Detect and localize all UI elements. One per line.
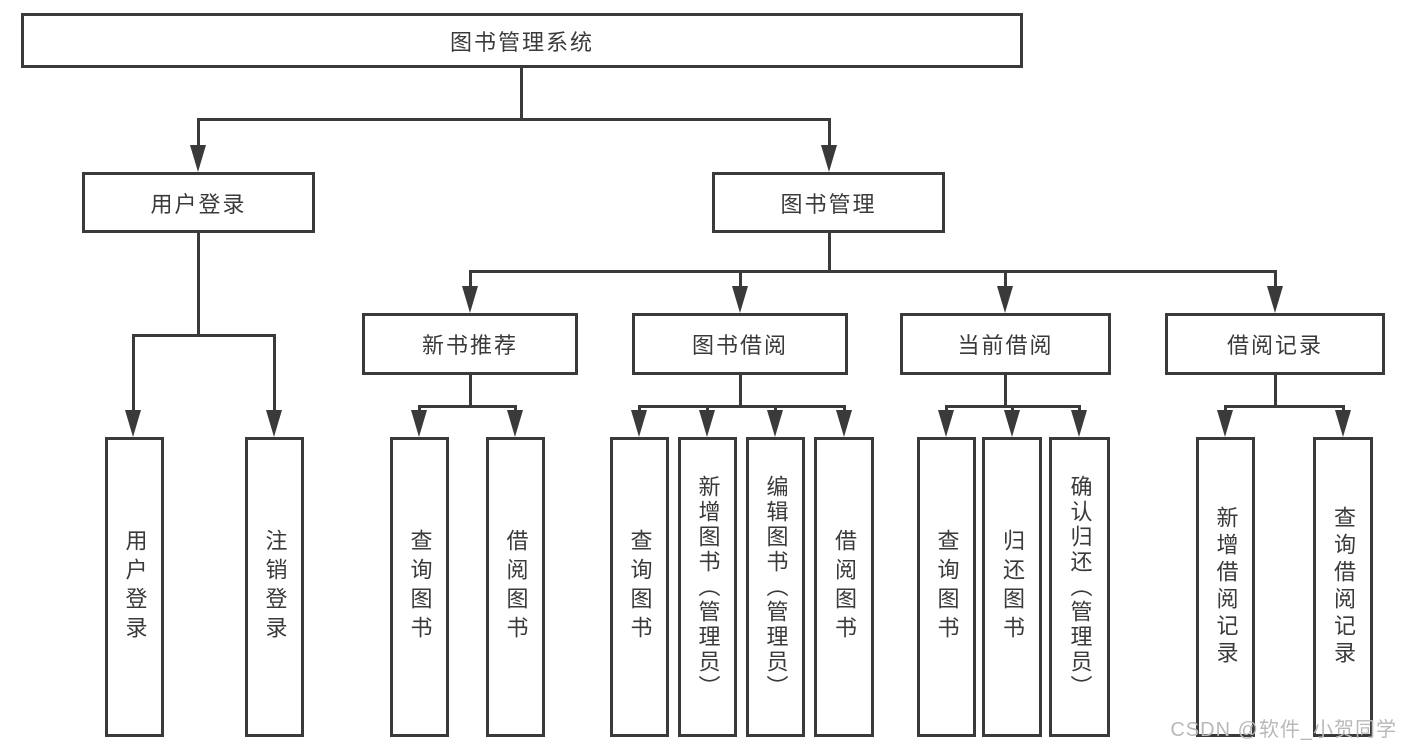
leaf-logout: 注销登录: [245, 437, 304, 737]
leaf-query-books-recommend: 查询图书: [390, 437, 449, 737]
leaf-query-borrow-record: 查询借阅记录: [1313, 437, 1373, 737]
arrow-down-icon: [938, 410, 954, 437]
connector-records-stem: [1274, 375, 1277, 408]
arrow-down-icon: [190, 145, 206, 172]
leaf-query-books-borrow: 查询图书: [610, 437, 669, 737]
connector-root-branch: [197, 118, 831, 121]
connector-root-stem: [520, 68, 523, 121]
arrow-down-icon: [631, 410, 647, 437]
node-root-library-system: 图书管理系统: [21, 13, 1023, 68]
connector-drop-leaf: [273, 334, 276, 414]
node-new-book-recommend: 新书推荐: [362, 313, 578, 375]
connector-current-stem: [1004, 375, 1007, 408]
node-current-borrow: 当前借阅: [900, 313, 1111, 375]
leaf-borrow-books: 借阅图书: [814, 437, 874, 737]
connector-drop-module: [469, 270, 472, 292]
leaf-query-books-current: 查询图书: [917, 437, 976, 737]
leaf-edit-books-admin: 编辑图书（管理员）: [746, 437, 805, 737]
arrow-down-icon: [997, 286, 1013, 313]
connector-recommend-stem: [469, 375, 472, 408]
connector-bookmgmt-branch: [469, 270, 1277, 273]
connector-userlogin-stem: [197, 233, 200, 337]
node-user-login: 用户登录: [82, 172, 315, 233]
arrow-down-icon: [1004, 410, 1020, 437]
leaf-return-books: 归还图书: [982, 437, 1042, 737]
connector-drop-module: [1274, 270, 1277, 292]
connector-userlogin-branch: [132, 334, 276, 337]
leaf-confirm-return-admin: 确认归还（管理员）: [1049, 437, 1110, 737]
node-borrow-records: 借阅记录: [1165, 313, 1385, 375]
connector-borrow-stem: [739, 375, 742, 408]
connector-drop-book-management: [828, 118, 831, 152]
csdn-watermark: CSDN @软件_小贺同学: [1170, 719, 1397, 741]
leaf-add-borrow-record: 新增借阅记录: [1196, 437, 1255, 737]
arrow-down-icon: [732, 286, 748, 313]
connector-borrow-branch: [638, 405, 846, 408]
connector-drop-leaf: [132, 334, 135, 414]
node-book-management: 图书管理: [712, 172, 945, 233]
connector-drop-module: [1004, 270, 1007, 292]
connector-drop-user-login: [197, 118, 200, 152]
arrow-down-icon: [1335, 410, 1351, 437]
arrow-down-icon: [1267, 286, 1283, 313]
connector-recommend-branch: [418, 405, 517, 408]
arrow-down-icon: [767, 410, 783, 437]
arrow-down-icon: [836, 410, 852, 437]
arrow-down-icon: [1071, 410, 1087, 437]
node-book-borrow: 图书借阅: [632, 313, 848, 375]
connector-bookmgmt-stem: [828, 233, 831, 273]
leaf-add-books-admin: 新增图书（管理员）: [678, 437, 737, 737]
leaf-user-login: 用户登录: [105, 437, 164, 737]
leaf-borrow-books-recommend: 借阅图书: [486, 437, 545, 737]
arrow-down-icon: [462, 286, 478, 313]
arrow-down-icon: [699, 410, 715, 437]
arrow-down-icon: [821, 145, 837, 172]
arrow-down-icon: [507, 410, 523, 437]
arrow-down-icon: [125, 410, 141, 437]
connector-drop-module: [739, 270, 742, 292]
arrow-down-icon: [1217, 410, 1233, 437]
arrow-down-icon: [266, 410, 282, 437]
arrow-down-icon: [411, 410, 427, 437]
connector-records-branch: [1224, 405, 1345, 408]
